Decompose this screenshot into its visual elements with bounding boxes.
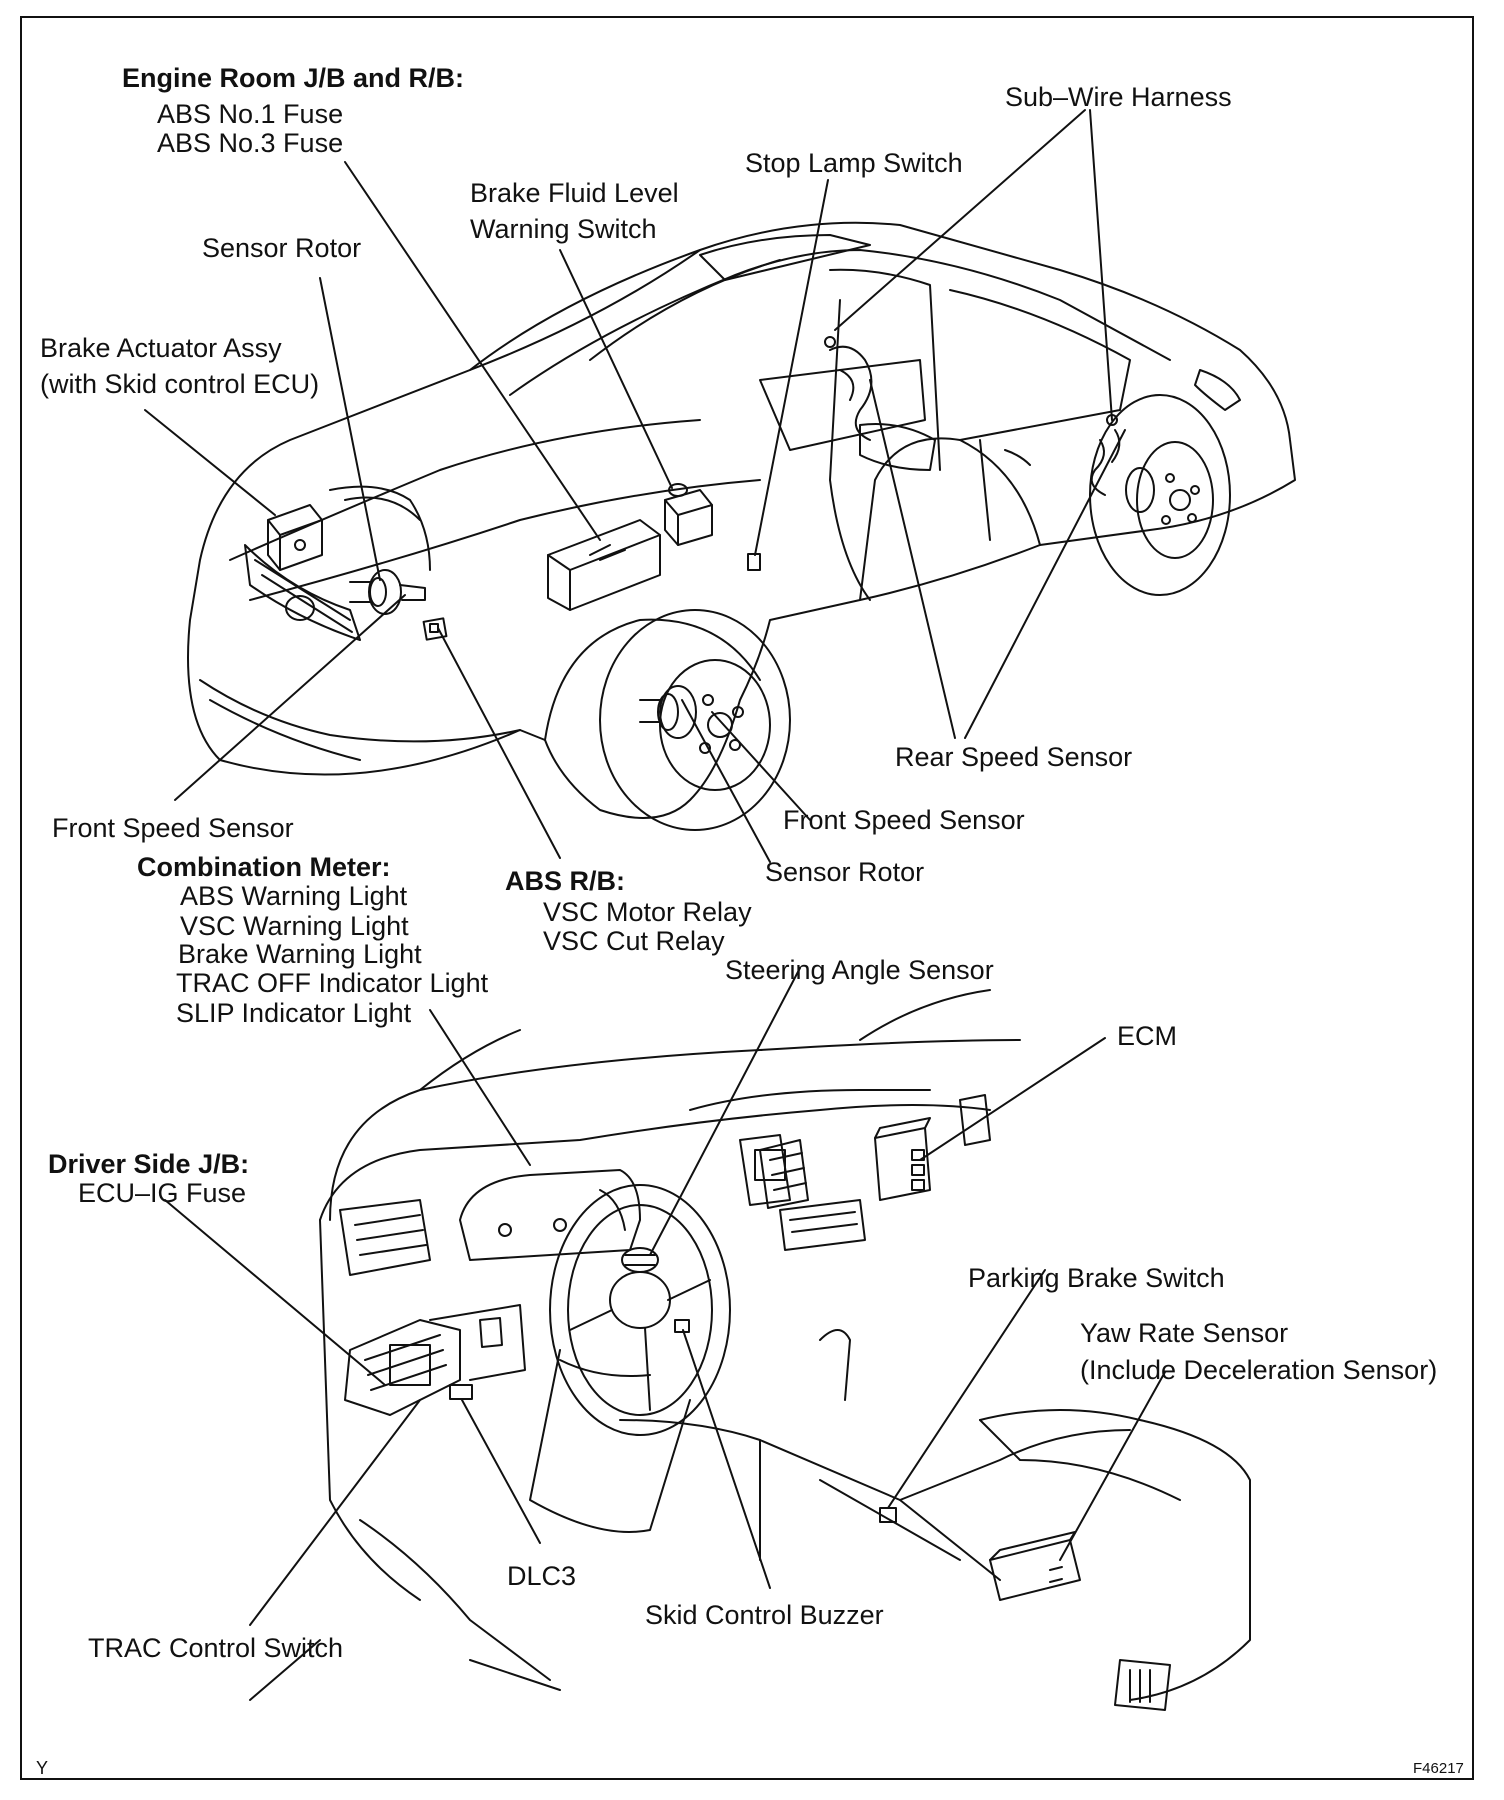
skid-control-buzzer-label: Skid Control Buzzer — [645, 1600, 884, 1630]
ecu-ig-fuse-label: ECU–IG Fuse — [78, 1178, 247, 1208]
stop-lamp-switch-label: Stop Lamp Switch — [745, 148, 963, 178]
dashboard-illustration — [249, 989, 1251, 1711]
brake-actuator-label: Brake Actuator Assy — [40, 333, 282, 363]
abs-no1-fuse-label: ABS No.1 Fuse — [157, 99, 344, 129]
brake-actuator-sublabel: (with Skid control ECU) — [40, 369, 320, 399]
rear-speed-sensor-label: Rear Speed Sensor — [895, 742, 1133, 772]
driver-side-jb-heading: Driver Side J/B: — [48, 1149, 250, 1179]
engine-room-jb-heading: Engine Room J/B and R/B: — [122, 63, 465, 93]
vsc-motor-relay-label: VSC Motor Relay — [543, 897, 752, 927]
brake-fluid-level-label: Brake Fluid Level — [470, 178, 679, 208]
car-illustration — [187, 221, 1296, 831]
sensor-rotor-label-front-left: Sensor Rotor — [202, 233, 362, 263]
dlc3-label: DLC3 — [507, 1561, 577, 1591]
deceleration-sensor-sublabel: (Include Deceleration Sensor) — [1080, 1355, 1438, 1385]
brake-warning-light-label: Brake Warning Light — [178, 939, 422, 969]
leader-lines — [144, 109, 1166, 1626]
footer-left-code: Y — [36, 1758, 49, 1778]
yaw-rate-sensor-label: Yaw Rate Sensor — [1080, 1318, 1289, 1348]
diagram-frame — [20, 16, 1474, 1780]
parking-brake-switch-label: Parking Brake Switch — [968, 1263, 1225, 1293]
front-speed-sensor-label-left: Front Speed Sensor — [52, 813, 294, 843]
trac-off-indicator-label: TRAC OFF Indicator Light — [176, 968, 489, 998]
warning-switch-label: Warning Switch — [470, 214, 657, 244]
steering-angle-sensor-label: Steering Angle Sensor — [725, 955, 994, 985]
combination-meter-heading: Combination Meter: — [137, 852, 391, 882]
front-speed-sensor-label-right: Front Speed Sensor — [783, 805, 1025, 835]
abs-rb-heading: ABS R/B: — [505, 866, 625, 896]
vsc-warning-light-label: VSC Warning Light — [180, 911, 409, 941]
sub-wire-harness-label: Sub–Wire Harness — [1005, 82, 1232, 112]
figure-id: F46217 — [1413, 1760, 1464, 1777]
abs-warning-light-label: ABS Warning Light — [180, 881, 408, 911]
sensor-rotor-label-front-right: Sensor Rotor — [765, 857, 925, 887]
slip-indicator-label: SLIP Indicator Light — [176, 998, 412, 1028]
trac-control-switch-label: TRAC Control Switch — [88, 1633, 344, 1663]
vsc-cut-relay-label: VSC Cut Relay — [543, 926, 725, 956]
abs-no3-fuse-label: ABS No.3 Fuse — [157, 128, 344, 158]
ecm-label: ECM — [1117, 1021, 1177, 1051]
